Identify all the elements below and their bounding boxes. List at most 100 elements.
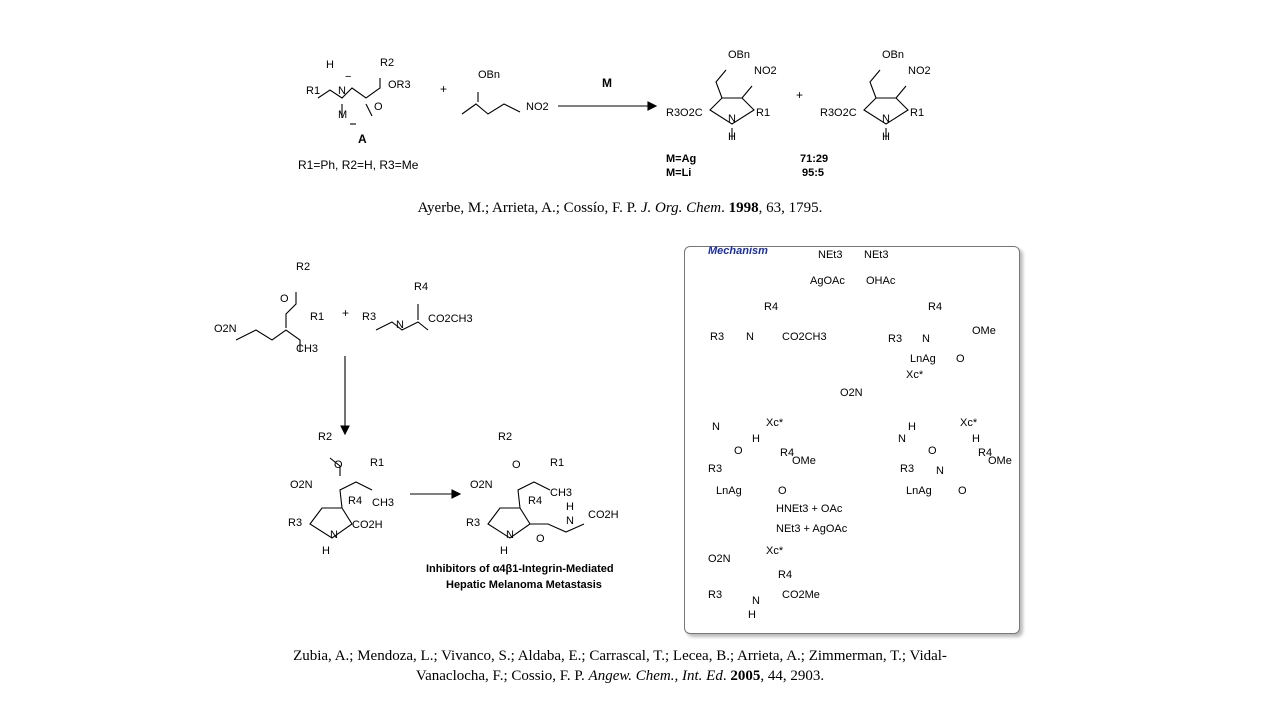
chem-label-46: R4 (348, 495, 363, 507)
chem-label-10: + (440, 82, 448, 96)
chem-label-44: O2N (290, 479, 313, 491)
chem-label-83: N (712, 421, 720, 433)
chem-label-21: OBn (882, 49, 905, 61)
chem-label-62: H (500, 545, 508, 557)
chem-label-81: O2N (840, 387, 863, 399)
chem-label-18: N (728, 113, 736, 125)
chem-label-2: N (338, 85, 346, 97)
chem-label-102: O (958, 485, 967, 497)
chem-label-3: − (345, 71, 352, 83)
chem-label-42: O (334, 459, 343, 471)
chem-label-15: NO2 (754, 65, 777, 77)
chem-label-82: Xc* (906, 369, 924, 381)
chem-label-99: N (936, 465, 944, 477)
dipolarophile-bonds (461, 103, 521, 115)
chem-label-5: OR3 (388, 79, 411, 91)
product-ring (309, 507, 353, 539)
chem-label-85: Xc* (766, 417, 784, 429)
chem-label-13: M (602, 76, 612, 90)
reactant1-chain (235, 329, 301, 352)
chem-label-58: N (566, 515, 574, 527)
chem-label-84: O (734, 445, 743, 457)
chem-label-77: N (922, 333, 930, 345)
citation-2-authors: Vanaclocha, F.; Cossio, F. P. (415, 668, 589, 684)
citation-2-rest: , 44, 2903. (760, 668, 825, 684)
chem-label-66: Mechanism (708, 245, 768, 257)
product-side-chain (339, 481, 373, 509)
chem-label-49: N (330, 529, 338, 541)
chem-label-86: H (752, 433, 760, 445)
chem-label-8: A (358, 132, 367, 146)
chem-label-27: M=Ag (666, 153, 697, 165)
citation-1: Ayerbe, M.; Arrieta, A.; Cossío, F. P. J… (360, 200, 880, 217)
chem-label-11: OBn (478, 69, 501, 81)
chem-label-14: OBn (728, 49, 751, 61)
citation-2-line2: Vanaclocha, F.; Cossio, F. P. Angew. Che… (200, 666, 1040, 686)
chem-label-75: R4 (928, 301, 943, 313)
chem-label-106: Xc* (766, 545, 784, 557)
chem-label-110: N (752, 595, 760, 607)
chem-label-67: NEt3 (818, 249, 843, 261)
chem-label-103: HNEt3 + OAc (776, 503, 843, 515)
arrow-head-1 (647, 101, 658, 111)
product2-side-chain (869, 69, 881, 99)
chem-label-31: R2 (296, 261, 311, 273)
chem-label-20: + (796, 88, 804, 102)
chem-label-0: H (326, 59, 334, 71)
chem-label-63: O (536, 533, 545, 545)
chem-label-98: R3 (900, 463, 915, 475)
chem-label-17: R1 (756, 107, 771, 119)
chem-label-92: H (908, 421, 916, 433)
chem-label-9: R1=Ph, R2=H, R3=Me (298, 158, 419, 172)
chem-label-60: R3 (466, 517, 481, 529)
chem-label-74: CO2CH3 (782, 331, 827, 343)
chem-label-93: N (898, 433, 906, 445)
chem-label-57: H (566, 501, 574, 513)
chem-label-7: M (338, 109, 348, 121)
chem-label-70: OHAc (866, 275, 896, 287)
citation-1-year: 1998 (728, 200, 759, 216)
chem-label-96: H (972, 433, 980, 445)
chem-label-33: O2N (214, 323, 237, 335)
ylide-o-bond (365, 103, 373, 117)
chem-label-24: R1 (910, 107, 925, 119)
chem-label-101: LnAg (906, 485, 932, 497)
reactant1-o-chain (285, 292, 297, 328)
chem-label-76: R3 (888, 333, 903, 345)
chem-label-55: CH3 (550, 487, 573, 499)
citation-2-line1: Zubia, A.; Mendoza, L.; Vivanco, S.; Ald… (293, 648, 947, 664)
product2-ring (863, 97, 909, 125)
chem-label-38: R3 (362, 311, 377, 323)
chem-label-95: Xc* (960, 417, 978, 429)
citation-2-sep: . (722, 668, 731, 684)
chem-label-54: O2N (470, 479, 493, 491)
chem-label-29: M=Li (666, 167, 692, 179)
chem-label-25: N (882, 113, 890, 125)
product1-no2-bond (741, 85, 753, 99)
chem-label-28: 71:29 (800, 153, 829, 165)
chem-label-39: N (396, 319, 404, 331)
chem-label-22: NO2 (908, 65, 931, 77)
chem-label-23: R3O2C (820, 107, 857, 119)
chem-label-36: + (342, 306, 350, 320)
chem-label-35: CH3 (296, 343, 319, 355)
chem-label-51: R2 (498, 431, 513, 443)
product1-ring (709, 97, 755, 125)
chem-label-109: CO2Me (782, 589, 820, 601)
chem-label-69: NEt3 (864, 249, 889, 261)
chem-label-89: OMe (792, 455, 816, 467)
chem-label-94: O (928, 445, 937, 457)
chem-label-12: NO2 (526, 101, 549, 113)
citation-1-journal: J. Org. Chem (640, 200, 722, 216)
chem-label-105: O2N (708, 553, 731, 565)
final-amide-chain (530, 523, 585, 533)
chem-label-43: R1 (370, 457, 385, 469)
chem-label-41: R2 (318, 431, 333, 443)
ylide-bonds (317, 78, 381, 99)
citation-1-sep: . (721, 200, 729, 216)
arrow-head-2 (340, 425, 350, 436)
product-o-chain (329, 457, 341, 476)
chem-label-37: R4 (414, 281, 429, 293)
final-side-chain (517, 481, 551, 509)
